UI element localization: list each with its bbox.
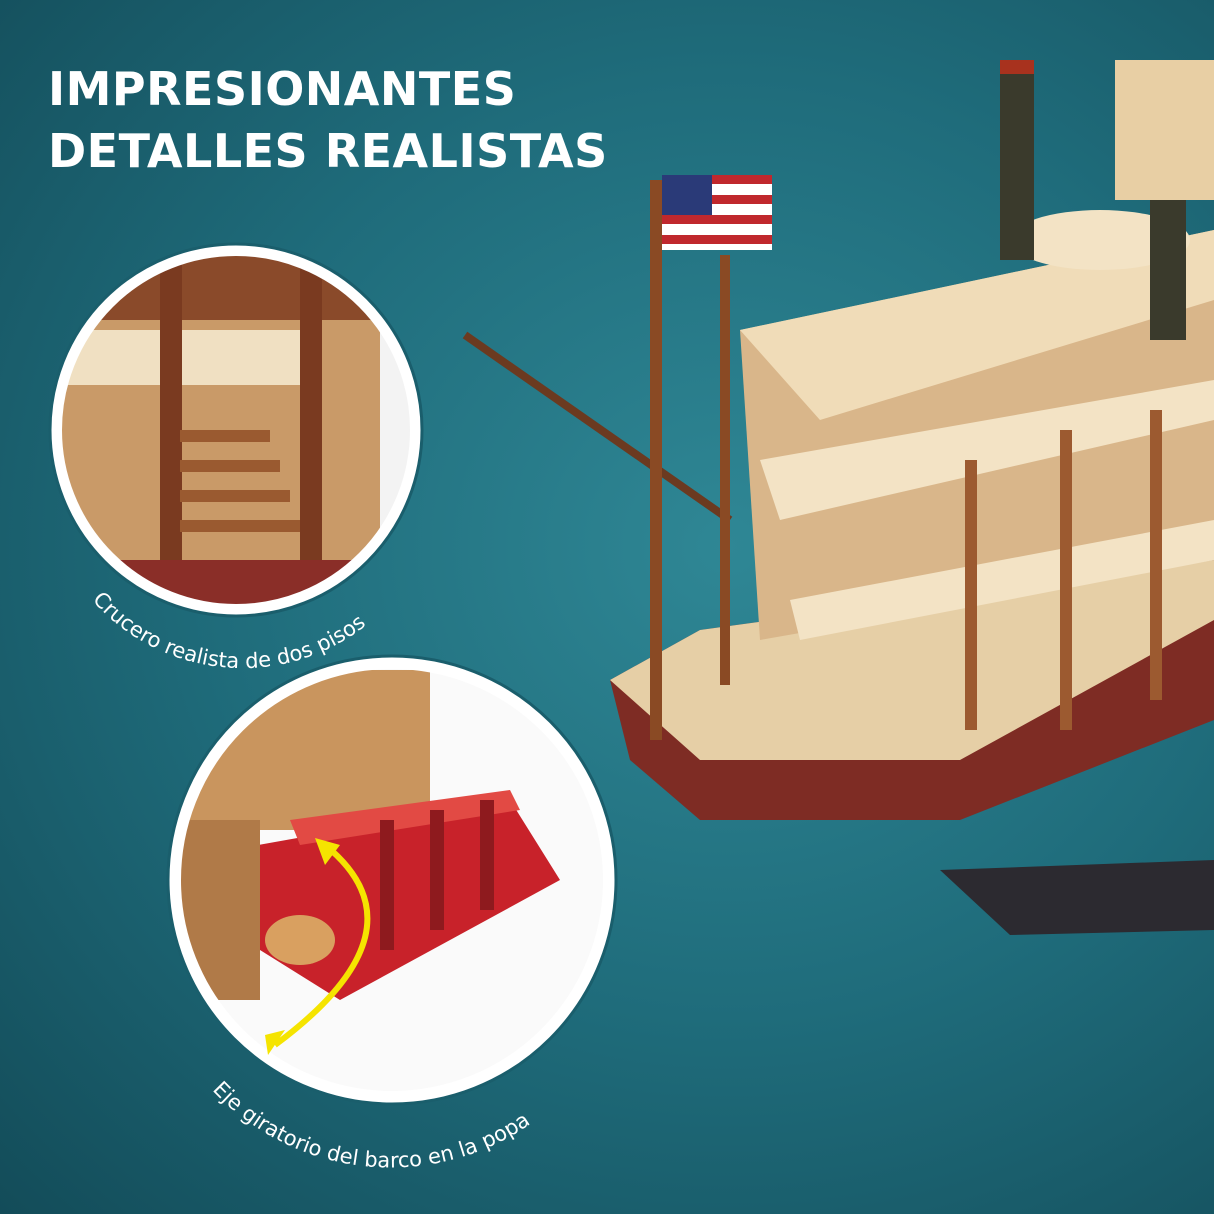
steamboat-model (462, 60, 1214, 935)
callout-paddle-wheel: Eje giratorio del barco en la popa (166, 654, 618, 1173)
headline-line-1: IMPRESIONANTES (48, 62, 517, 116)
flag-icon (662, 175, 772, 250)
callout-two-decks: Crucero realista de dos pisos (48, 242, 424, 673)
headline-line-2: DETALLES REALISTAS (48, 124, 608, 178)
headline: IMPRESIONANTES DETALLES REALISTAS (48, 58, 608, 182)
rotation-arrow-icon (265, 838, 371, 1055)
